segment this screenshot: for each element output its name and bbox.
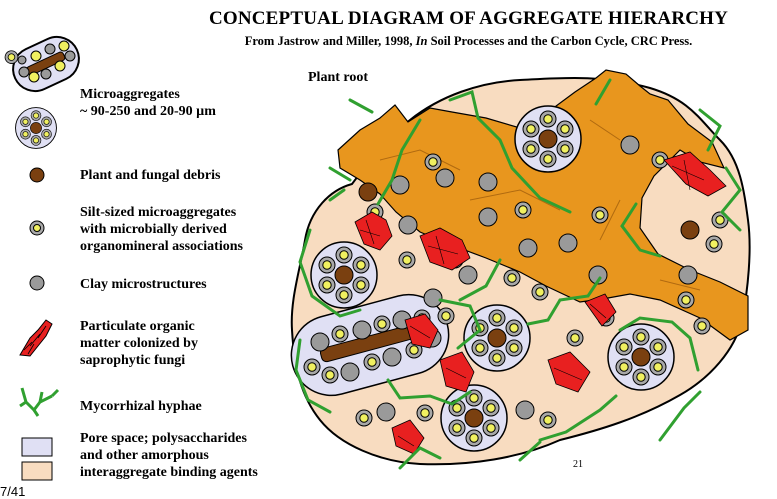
plant-root: [337, 69, 749, 341]
legend-clay-icon: [29, 275, 45, 291]
slide-number: 7/41: [0, 484, 26, 499]
mycorrhizal-hyphae: [294, 78, 742, 470]
legend-silt-icon: [29, 220, 45, 236]
page-title: CONCEPTUAL DIAGRAM OF AGGREGATE HIERARCH…: [208, 8, 729, 29]
legend-pom-icon: [19, 319, 53, 357]
legend-macroaggregate-icon: [2, 35, 80, 93]
legend-hyphae: Mycorrhizal hyphae: [80, 399, 202, 414]
legend-debris-icon: [29, 167, 45, 183]
citation: From Jastrow and Miller, 1998, In Soil P…: [244, 34, 693, 48]
plant-root-label: Plant root: [308, 70, 369, 85]
legend-clay: Clay microstructures: [80, 277, 207, 292]
legend-hyphae-icon: [19, 387, 60, 417]
legend-microaggregates: Microaggregates~ 90-250 and 20-90 µm: [80, 87, 216, 119]
legend-debris: Plant and fungal debris: [80, 168, 221, 183]
legend-microaggregate-icon: [16, 108, 57, 149]
legend-matrix-icon: [21, 461, 53, 481]
particulate-organic-matter: [354, 151, 727, 455]
legend-pore-icon: [21, 437, 53, 457]
page-number: 21: [573, 459, 583, 470]
